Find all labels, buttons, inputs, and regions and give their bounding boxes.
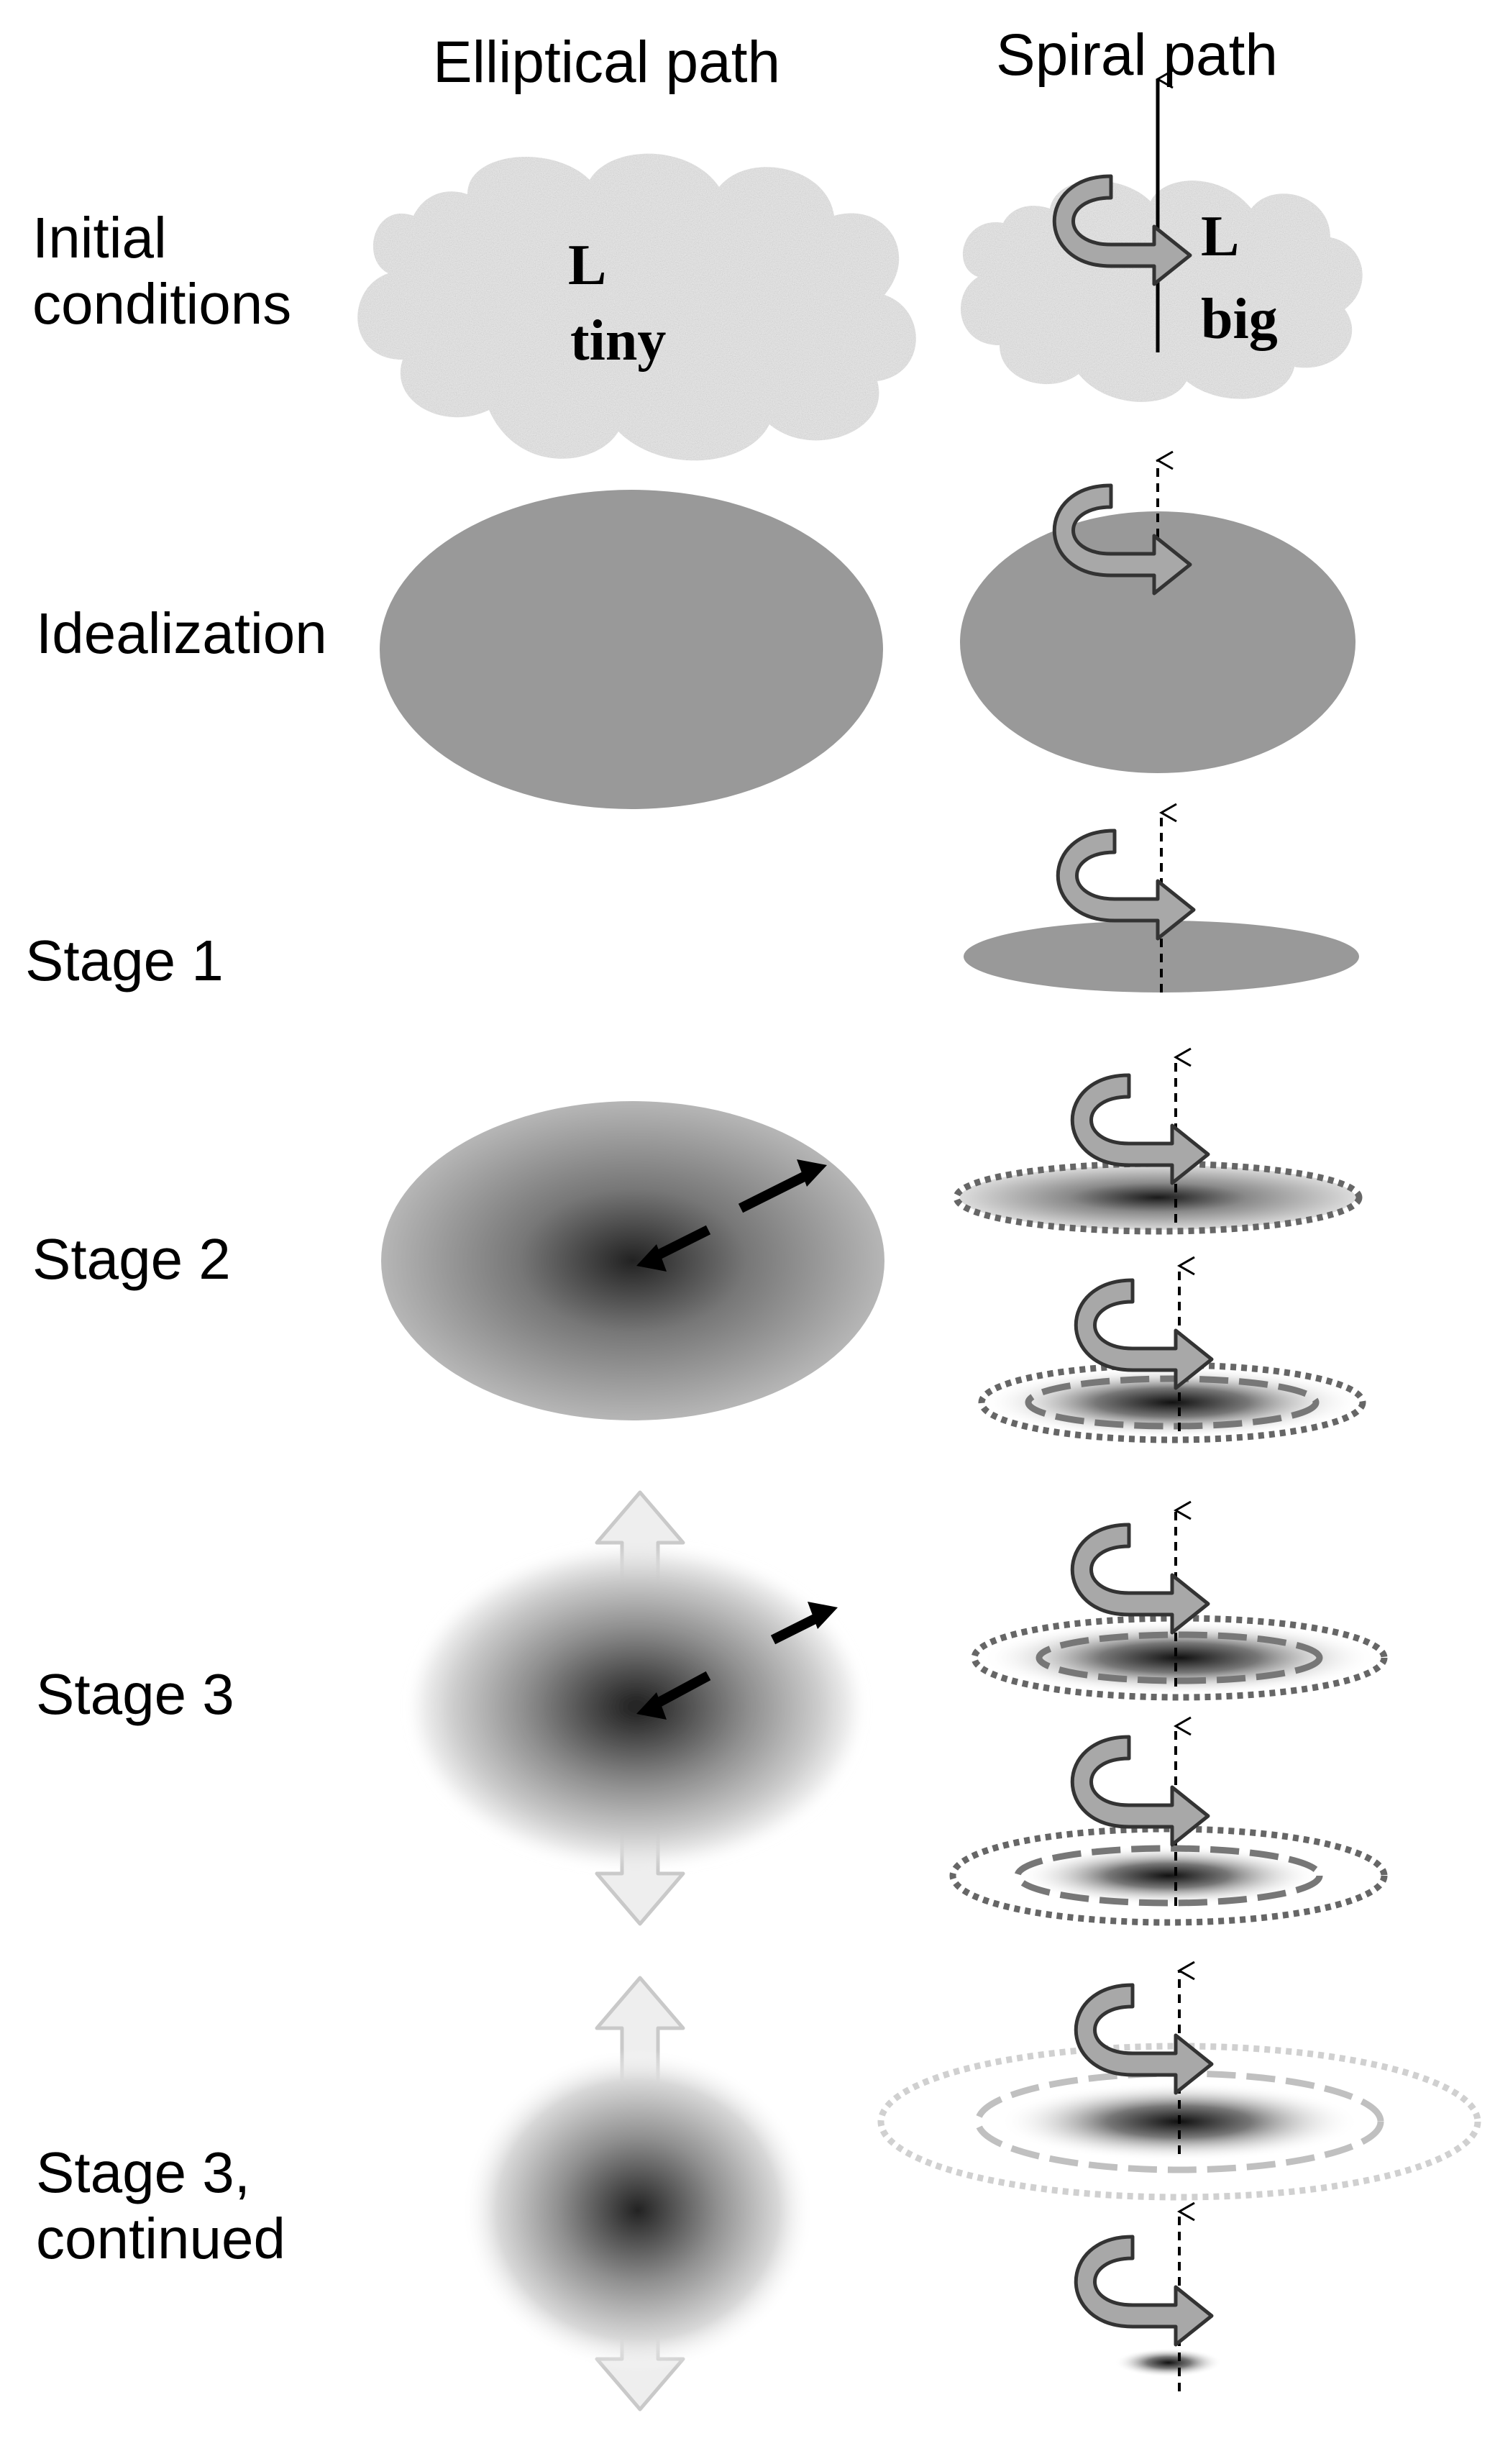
- dotted-ring-stage-3a: [971, 1615, 1388, 1701]
- rotation-arrow-icon: [1058, 831, 1194, 939]
- row-label-stage3c-line2: continued: [36, 2207, 285, 2271]
- row-label-initial-conditions: Initial conditions: [32, 205, 291, 337]
- rotation-arrow-icon: [1072, 1525, 1208, 1633]
- ellipse-stage-3: [417, 1552, 856, 1861]
- header-spiral-path: Spiral path: [996, 22, 1279, 88]
- disk-stage-2a: [960, 1165, 1355, 1230]
- right-cloud-value: big: [1201, 288, 1278, 351]
- ellipse-stage-2: [381, 1101, 884, 1420]
- left-cloud: [357, 153, 916, 461]
- outward-arrow-stage-2: [738, 1167, 815, 1213]
- ellipse-idealization-right: [960, 511, 1355, 773]
- row-label-initial-line1: Initial: [32, 206, 167, 270]
- inward-arrowhead-stage-3: [636, 1692, 667, 1720]
- dotted-ring-stage-3b: [949, 1825, 1388, 1926]
- row-label-stage-2: Stage 2: [32, 1227, 231, 1291]
- inward-arrowhead-stage-2: [636, 1244, 667, 1272]
- rotation-arrow-icon: [1072, 1737, 1208, 1845]
- row-label-stage-3-continued: Stage 3, continued: [36, 2140, 285, 2272]
- inward-arrow-stage-2: [648, 1225, 711, 1264]
- row-label-initial-line2: conditions: [32, 272, 292, 336]
- rotation-arrow-icon: [1076, 2237, 1212, 2345]
- disk-stage-3c-b: [1115, 2348, 1222, 2377]
- dashed-ring-stage-2b: [1025, 1375, 1320, 1430]
- header-elliptical-path: Elliptical path: [433, 29, 781, 95]
- left-cloud-value: tiny: [570, 309, 666, 373]
- right-cloud: [961, 181, 1363, 402]
- row-label-stage3c-line1: Stage 3,: [36, 2140, 251, 2204]
- inward-arrow-stage-3: [648, 1671, 711, 1712]
- sphere-stage-3-continued: [462, 2048, 814, 2372]
- outward-arrowhead-stage-2: [797, 1159, 827, 1187]
- ellipse-idealization-left: [380, 490, 883, 809]
- row-label-stage-1: Stage 1: [25, 928, 224, 993]
- dotted-ring-stage-2b: [978, 1361, 1366, 1443]
- disk-stage-3b: [1018, 1845, 1320, 1906]
- dashed-ring-stage-3b: [1014, 1845, 1323, 1907]
- row-label-idealization: Idealization: [36, 601, 327, 665]
- row-label-stage-3: Stage 3: [36, 1662, 234, 1726]
- left-cloud-symbol: L: [568, 234, 606, 297]
- right-cloud-symbol: L: [1201, 205, 1239, 268]
- outward-arrowhead-stage-3: [808, 1602, 838, 1629]
- dashed-ring-stage-3a: [1035, 1631, 1323, 1684]
